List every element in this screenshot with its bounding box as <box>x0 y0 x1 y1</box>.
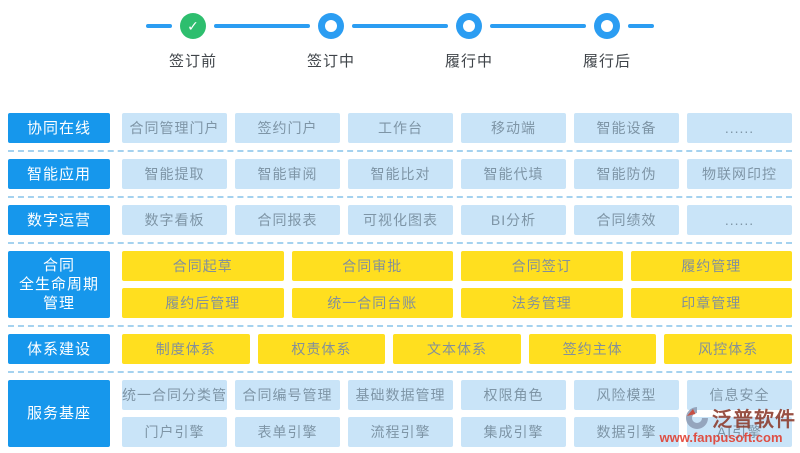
module-chip: 履约管理 <box>630 251 792 281</box>
module-chip: 法务管理 <box>461 288 623 318</box>
module-chip: 智能比对 <box>348 159 453 189</box>
module-chip: 智能代填 <box>461 159 566 189</box>
module-chip: 文本体系 <box>393 334 521 364</box>
module-chip: 基础数据管理 <box>348 380 453 410</box>
module-chip: 合同起草 <box>122 251 284 281</box>
capability-row: 体系建设制度体系权责体系文本体系签约主体风控体系 <box>8 334 792 364</box>
timeline-connector <box>490 24 586 28</box>
phase-node-icon <box>594 13 620 39</box>
phase-label-pre-signing: 签订前 <box>168 53 217 70</box>
module-chip: 合同绩效 <box>574 205 679 235</box>
module-chip: 集成引擎 <box>461 417 566 447</box>
capability-row: 智能应用智能提取智能审阅智能比对智能代填智能防伪物联网印控 <box>8 159 792 189</box>
module-chip: 印章管理 <box>630 288 792 318</box>
row-separator <box>8 196 792 198</box>
row-separator <box>8 371 792 373</box>
module-list: 统一合同分类管理合同编号管理基础数据管理权限角色风险模型信息安全门户引擎表单引擎… <box>122 380 792 447</box>
module-chip: 风险模型 <box>574 380 679 410</box>
module-chip: 流程引擎 <box>348 417 453 447</box>
module-list: 合同起草合同审批合同签订履约管理履约后管理统一合同台账法务管理印章管理 <box>122 251 792 318</box>
phase-label-performing: 履行中 <box>444 53 493 70</box>
capability-row: 协同在线合同管理门户签约门户工作台移动端智能设备...... <box>8 113 792 143</box>
module-row: 制度体系权责体系文本体系签约主体风控体系 <box>122 334 792 364</box>
module-chip: 合同编号管理 <box>235 380 340 410</box>
module-chip: 制度体系 <box>122 334 250 364</box>
capability-row: 数字运营数字看板合同报表可视化图表 BI分析合同绩效...... <box>8 205 792 235</box>
module-list: 智能提取智能审阅智能比对智能代填智能防伪物联网印控 <box>122 159 792 189</box>
module-chip: 履约后管理 <box>122 288 284 318</box>
module-chip: 签约主体 <box>528 334 657 364</box>
module-chip: 风控体系 <box>664 334 792 364</box>
module-chip: 权责体系 <box>257 334 386 364</box>
module-chip: 合同管理门户 <box>122 113 227 143</box>
module-row: 统一合同分类管理合同编号管理基础数据管理权限角色风险模型信息安全 <box>122 380 792 410</box>
module-chip: 工作台 <box>348 113 453 143</box>
timeline-dash <box>628 24 654 28</box>
module-list: 合同管理门户签约门户工作台移动端智能设备...... <box>122 113 792 143</box>
module-chip: 智能防伪 <box>574 159 679 189</box>
module-chip: 可视化图表 <box>348 205 453 235</box>
module-chip: 智能审阅 <box>235 159 340 189</box>
module-chip: 合同签订 <box>461 251 623 281</box>
capability-row: 合同 全生命周期 管理合同起草合同审批合同签订履约管理履约后管理统一合同台账法务… <box>8 251 792 318</box>
module-chip: 签约门户 <box>235 113 340 143</box>
module-chip: 智能提取 <box>122 159 227 189</box>
module-row: 合同管理门户签约门户工作台移动端智能设备...... <box>122 113 792 143</box>
category-label: 协同在线 <box>8 113 110 143</box>
module-row: 履约后管理统一合同台账法务管理印章管理 <box>122 288 792 318</box>
module-chip: ...... <box>687 205 792 235</box>
timeline-connector <box>214 24 310 28</box>
capability-matrix: 协同在线合同管理门户签约门户工作台移动端智能设备......智能应用智能提取智能… <box>0 107 800 447</box>
module-list: 数字看板合同报表可视化图表 BI分析合同绩效...... <box>122 205 792 235</box>
phase-label-signing: 签订中 <box>306 53 355 70</box>
module-row: 合同起草合同审批合同签订履约管理 <box>122 251 792 281</box>
phase-node-icon <box>456 13 482 39</box>
module-chip: BI分析 <box>461 205 566 235</box>
category-label: 体系建设 <box>8 334 110 364</box>
module-row: 智能提取智能审阅智能比对智能代填智能防伪物联网印控 <box>122 159 792 189</box>
module-row: 数字看板合同报表可视化图表 BI分析合同绩效...... <box>122 205 792 235</box>
module-chip: 数据引擎 <box>574 417 679 447</box>
module-chip: 门户引擎 <box>122 417 227 447</box>
timeline-connector <box>352 24 448 28</box>
category-label: 智能应用 <box>8 159 110 189</box>
module-chip: 合同审批 <box>291 251 453 281</box>
module-chip: 权限角色 <box>461 380 566 410</box>
module-chip: 统一合同台账 <box>291 288 453 318</box>
phase-complete-icon: ✓ <box>180 13 206 39</box>
timeline-labels: 签订前 签订中 履行中 履行后 <box>0 50 800 80</box>
timeline-dash <box>146 24 172 28</box>
module-chip: 统一合同分类管理 <box>122 380 227 410</box>
module-chip: 表单引擎 <box>235 417 340 447</box>
module-chip: 数字看板 <box>122 205 227 235</box>
phase-node-icon <box>318 13 344 39</box>
module-chip: ...... <box>687 113 792 143</box>
timeline-track: ✓ <box>0 13 800 39</box>
module-list: 制度体系权责体系文本体系签约主体风控体系 <box>122 334 792 364</box>
category-label: 服务基座 <box>8 380 110 447</box>
phase-label-post-perform: 履行后 <box>582 53 631 70</box>
capability-row: 服务基座统一合同分类管理合同编号管理基础数据管理权限角色风险模型信息安全门户引擎… <box>8 380 792 447</box>
row-separator <box>8 242 792 244</box>
contract-phase-timeline: ✓ 签订前 签订中 履行中 履行后 <box>0 0 800 107</box>
row-separator <box>8 325 792 327</box>
module-chip: 信息安全 <box>687 380 792 410</box>
module-chip: 物联网印控 <box>687 159 792 189</box>
module-chip: 智能设备 <box>574 113 679 143</box>
row-separator <box>8 150 792 152</box>
category-label: 合同 全生命周期 管理 <box>8 251 110 318</box>
module-chip: AI引擎 <box>687 417 792 447</box>
module-chip: 合同报表 <box>235 205 340 235</box>
category-label: 数字运营 <box>8 205 110 235</box>
module-row: 门户引擎表单引擎流程引擎集成引擎数据引擎 AI引擎 <box>122 417 792 447</box>
module-chip: 移动端 <box>461 113 566 143</box>
